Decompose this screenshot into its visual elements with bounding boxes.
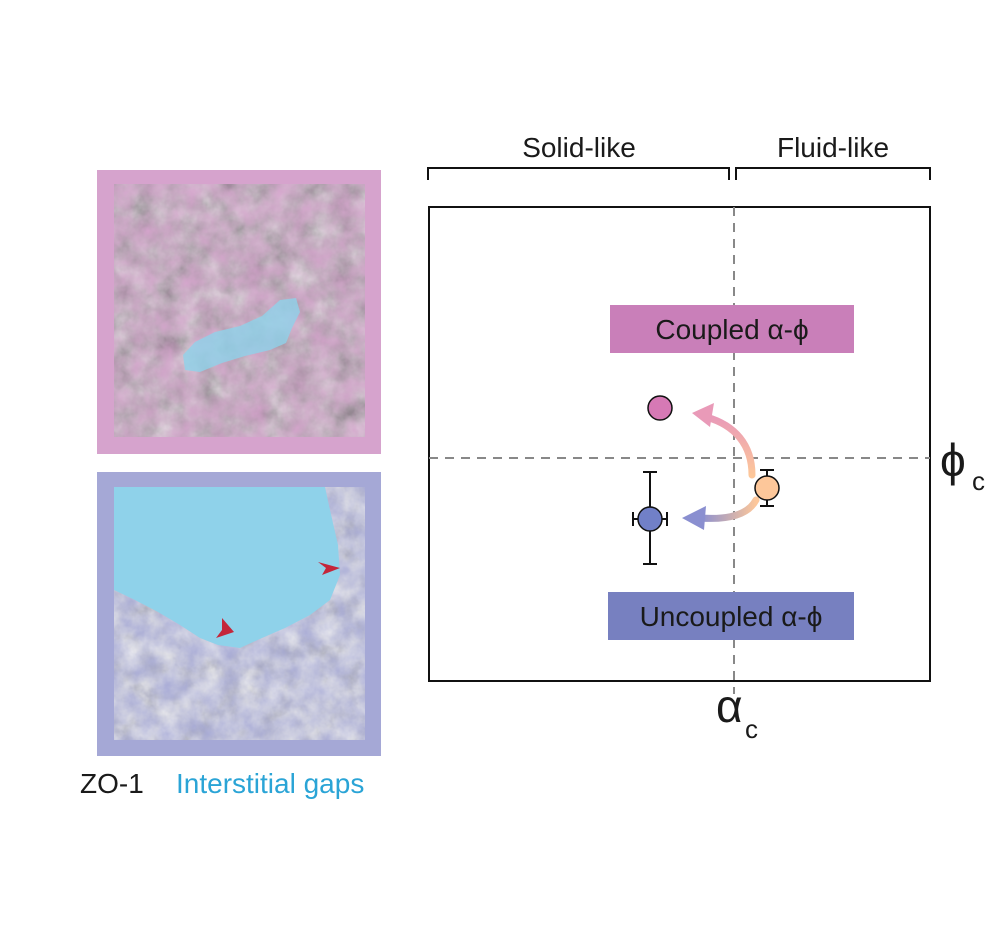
origin-point xyxy=(754,475,780,501)
diagram-box xyxy=(428,206,931,682)
solid-like-label: Solid-like xyxy=(522,132,636,163)
bottom-gap-highlight xyxy=(114,487,340,648)
solid-bracket xyxy=(427,167,730,180)
uncoupled-box-label: Uncoupled α-ϕ xyxy=(640,601,823,632)
stain-label: ZO-1 xyxy=(80,768,144,799)
coupled-point xyxy=(647,395,673,421)
arrowhead-marker-2 xyxy=(216,618,234,638)
fluid-like-label: Fluid-like xyxy=(777,132,889,163)
bottom-micrograph-panel xyxy=(97,472,381,756)
alpha-symbol: α xyxy=(716,680,743,732)
alpha-subscript: c xyxy=(745,714,758,744)
top-panel-image xyxy=(114,184,365,437)
phi-c-label: ϕ c xyxy=(940,434,985,496)
coupled-box-label: Coupled α-ϕ xyxy=(655,314,808,345)
gap-label: Interstitial gaps xyxy=(176,768,364,799)
arrow-up-head xyxy=(692,403,714,427)
phi-symbol: ϕ xyxy=(940,434,966,486)
coupled-box: Coupled α-ϕ xyxy=(610,305,854,353)
top-micrograph-panel xyxy=(97,170,381,454)
transition-arrow-up xyxy=(692,403,756,479)
fluid-bracket xyxy=(735,167,931,180)
coupled-box-bg xyxy=(610,305,854,353)
top-gap-highlight xyxy=(183,298,300,372)
transition-arrow-down xyxy=(682,496,760,530)
uncoupled-box: Uncoupled α-ϕ xyxy=(608,592,854,640)
phi-subscript: c xyxy=(972,466,985,496)
arrow-down-head xyxy=(682,506,706,530)
alpha-c-label: α c xyxy=(716,680,758,744)
uncoupled-point xyxy=(637,506,663,532)
uncoupled-box-bg xyxy=(608,592,854,640)
arrowhead-marker-1 xyxy=(318,562,340,575)
